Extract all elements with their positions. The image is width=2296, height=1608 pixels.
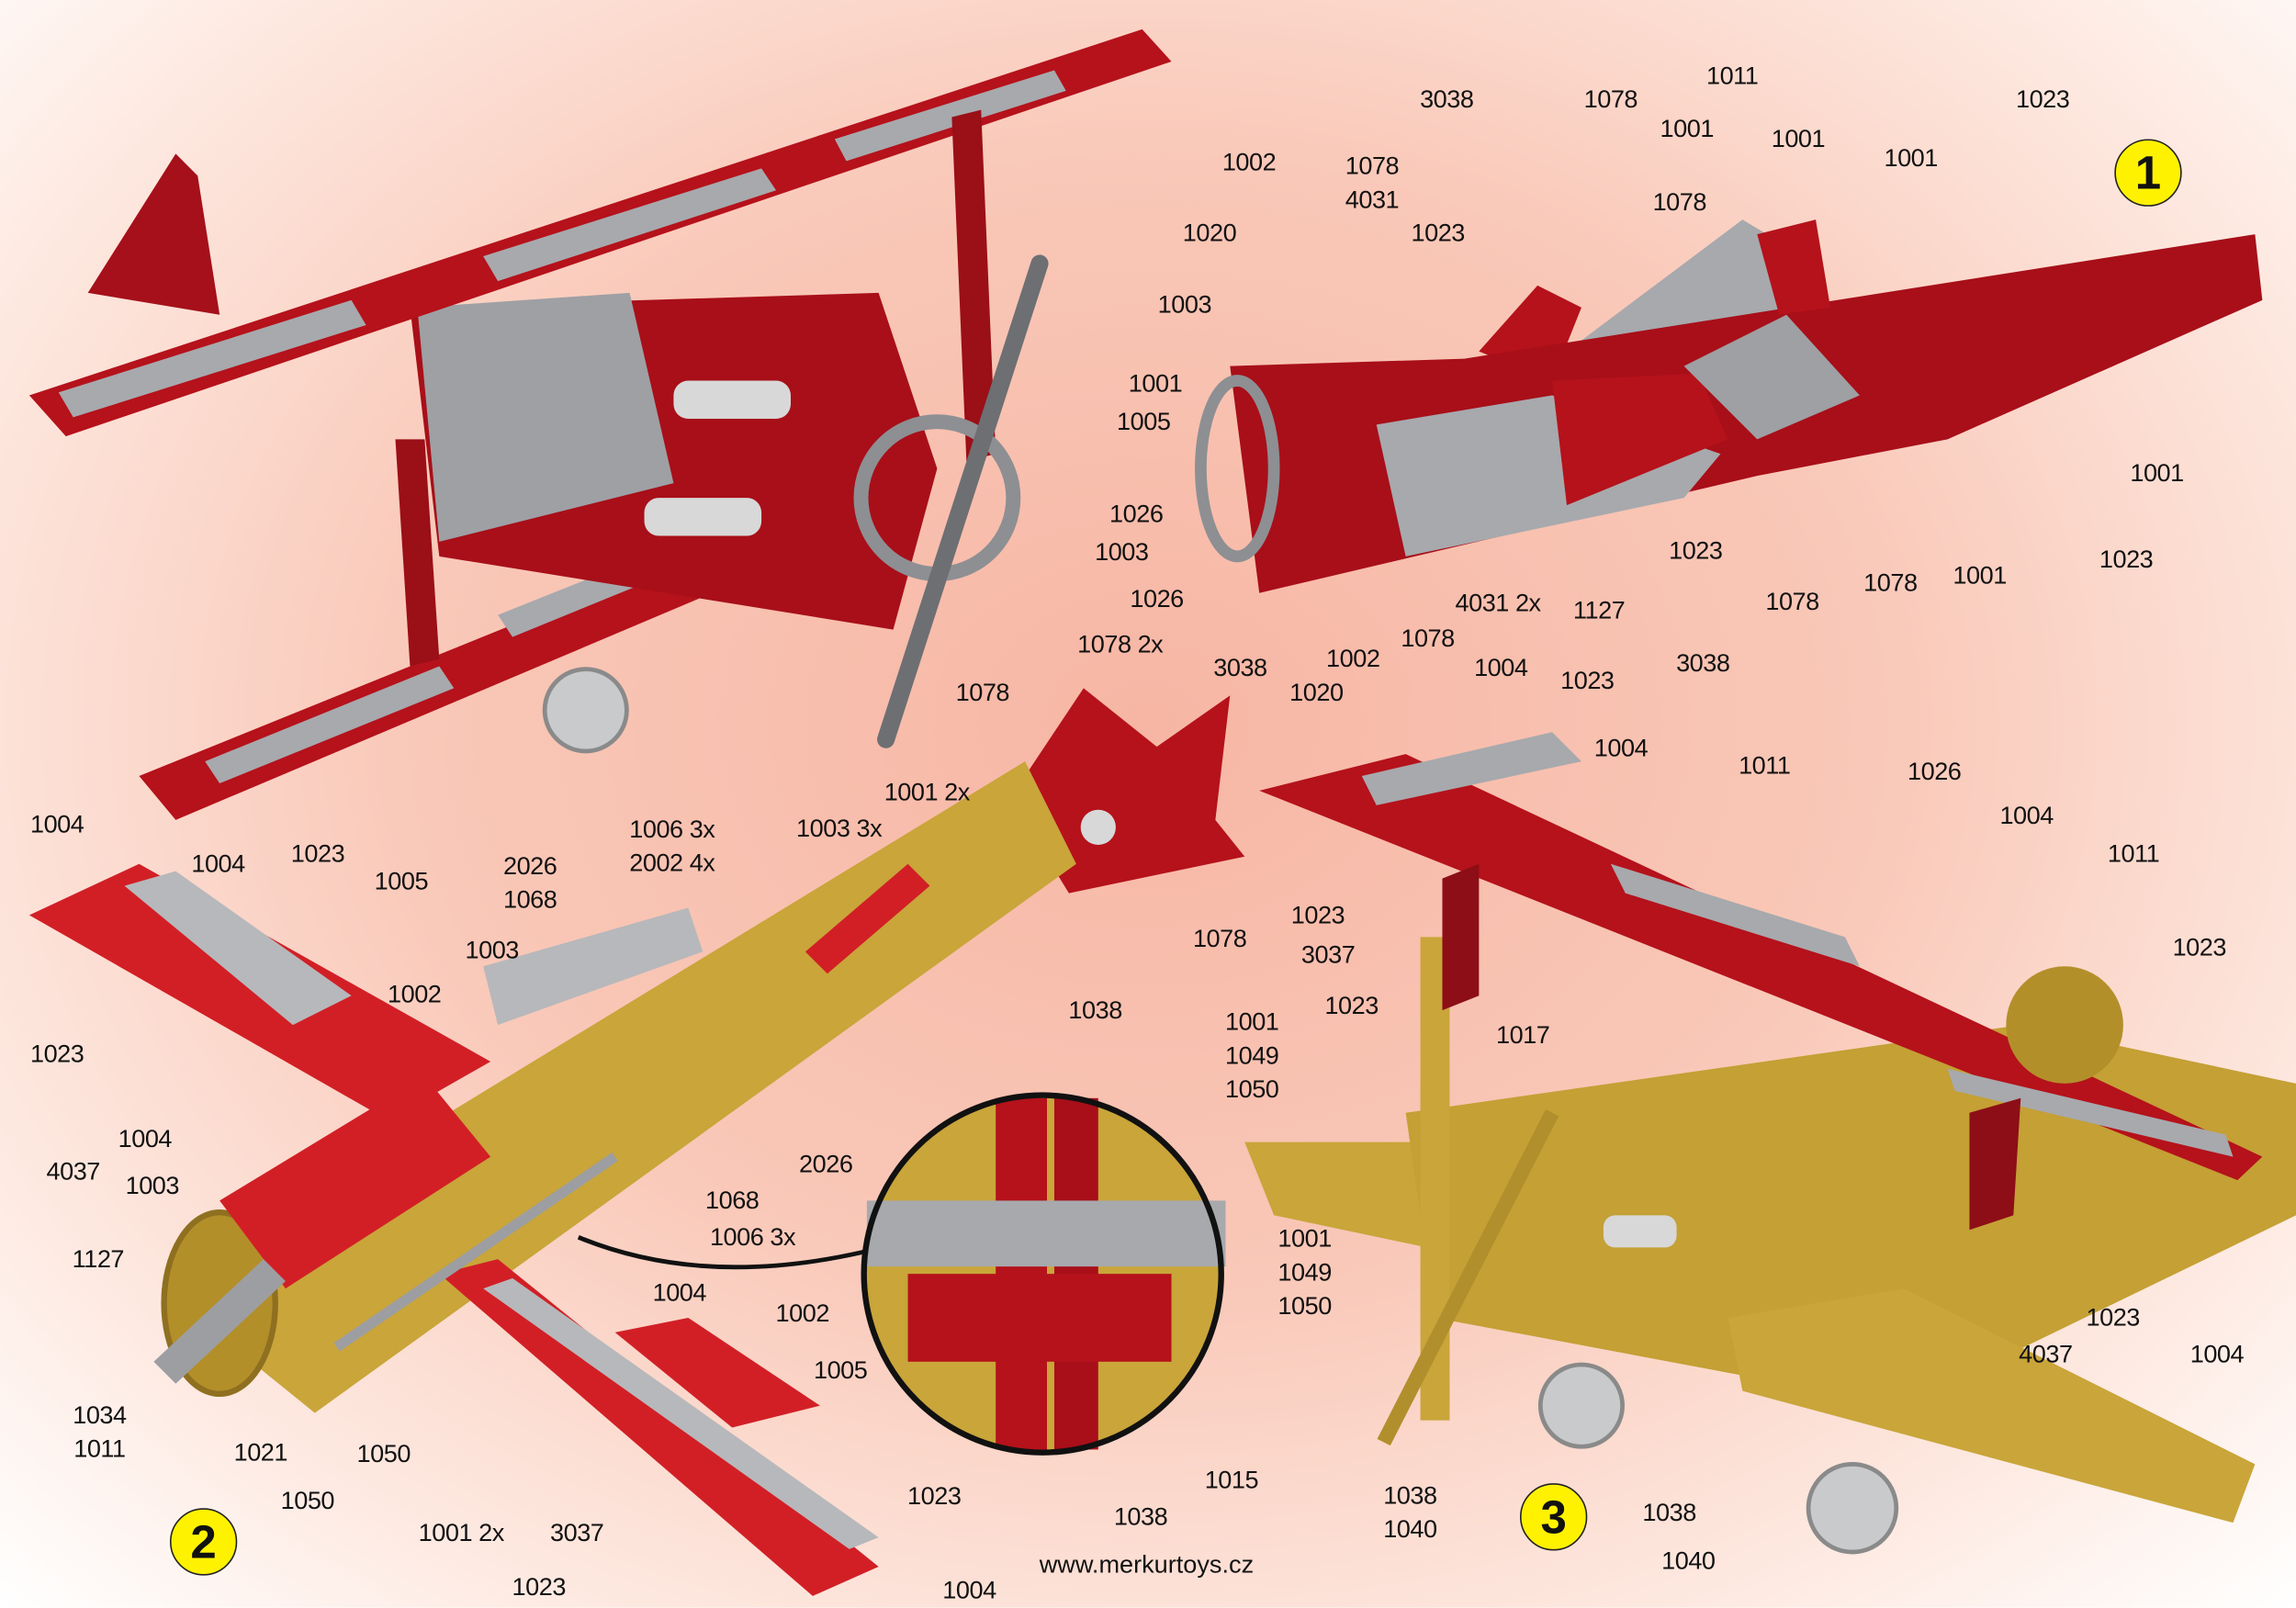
part-number-label: 1004 — [191, 849, 245, 878]
part-number-label: 1078 — [1583, 85, 1638, 114]
part-number-label: 1078 — [1863, 568, 1918, 597]
part-number-label: 1050 — [280, 1487, 335, 1515]
part-number-label: 1006 3x 2002 4x — [629, 815, 715, 878]
part-number-label: 1004 — [652, 1278, 707, 1308]
part-number-label: 1015 — [1204, 1466, 1259, 1495]
part-number-label: 1023 — [1411, 219, 1466, 247]
part-number-label: 1001 1049 1050 — [1277, 1224, 1332, 1321]
part-number-label: 1004 — [118, 1125, 173, 1153]
part-number-label: 1001 — [1128, 369, 1183, 398]
part-number-label: 1078 — [1765, 588, 1819, 616]
part-number-label: 1004 — [29, 810, 84, 838]
website-link[interactable]: www.merkurtoys.cz — [1039, 1550, 1255, 1579]
part-number-label: 1020 — [1289, 679, 1344, 707]
part-number-label: 1002 — [775, 1299, 830, 1328]
part-number-label: 1038 — [1642, 1498, 1696, 1527]
part-number-label: 1001 — [1660, 115, 1715, 143]
part-number-label: 2026 — [799, 1150, 853, 1178]
step-1-chassis-illustration — [1195, 219, 2263, 593]
part-number-label: 1002 — [1326, 645, 1380, 673]
step-3-gold-biplane-illustration — [1244, 732, 2296, 1555]
part-number-label: 1127 — [72, 1245, 125, 1274]
part-number-label: 3037 — [1300, 940, 1356, 969]
part-number-label: 1023 — [1669, 536, 1723, 565]
part-number-label: 1078 2x — [1077, 630, 1164, 658]
part-number-label: 1005 — [813, 1356, 868, 1385]
part-number-label: 1002 — [388, 980, 442, 1008]
part-number-label: 1001 — [2130, 458, 2184, 488]
part-number-label: 1023 — [2099, 545, 2154, 574]
part-number-label: 1026 — [1109, 500, 1164, 528]
part-number-label: 1003 — [465, 936, 520, 964]
part-number-label: 1023 — [290, 839, 345, 868]
part-number-label: 1004 — [1999, 801, 2054, 830]
part-number-label: 1040 — [1661, 1546, 1716, 1575]
part-number-label: 1026 — [1908, 758, 1962, 786]
part-number-label: 1020 — [1182, 219, 1237, 247]
part-number-label: 1004 — [942, 1576, 996, 1604]
part-number-label: 1011 — [1739, 751, 1791, 781]
part-number-label: 1023 — [2015, 85, 2070, 114]
part-number-label: 1006 3x — [709, 1223, 796, 1252]
part-number-label: 1034 1011 — [73, 1400, 127, 1463]
part-number-label: 4031 2x — [1455, 589, 1542, 618]
part-number-label: 1038 1040 — [1383, 1481, 1437, 1544]
part-number-label: 1021 — [233, 1438, 288, 1467]
part-number-label: 1038 — [1068, 995, 1122, 1025]
part-number-label: 1004 — [1593, 734, 1649, 762]
part-number-label: 1003 — [1157, 290, 1212, 319]
part-number-label: 3037 — [549, 1519, 604, 1547]
part-number-label: 1001 2x — [418, 1519, 505, 1547]
part-number-label: 1026 — [1130, 584, 1184, 613]
step-badge-2: 2 — [169, 1508, 238, 1576]
part-number-label: 1011 — [1705, 62, 1759, 91]
part-number-label: 1038 — [1113, 1502, 1168, 1531]
part-number-label: 1004 — [1474, 653, 1528, 682]
part-number-label: 1023 — [512, 1573, 567, 1602]
part-number-label: 1023 — [2172, 933, 2227, 961]
part-number-label: 3038 — [1676, 649, 1730, 678]
tail-assembly-illustration — [1010, 688, 1245, 894]
part-number-label: 1078 4031 — [1345, 152, 1400, 214]
part-number-label: 1005 — [1117, 408, 1171, 436]
part-number-label: 4037 — [2019, 1340, 2073, 1368]
part-number-label: 2026 1068 — [502, 851, 557, 914]
part-number-label: 1078 — [1652, 187, 1707, 217]
part-number-label: 1017 — [1495, 1021, 1550, 1050]
part-number-label: 1011 — [2107, 839, 2160, 868]
part-number-label: 1001 — [1771, 125, 1826, 153]
step-2-fuselage-illustration — [28, 761, 1076, 1596]
part-number-label: 1001 2x — [884, 778, 971, 806]
red-biplane-illustration — [28, 28, 1172, 820]
step-badge-3: 3 — [1519, 1483, 1588, 1551]
part-number-label: 1003 — [1095, 537, 1149, 567]
part-number-label: 1001 1049 1050 — [1225, 1007, 1279, 1104]
part-number-label: 1001 — [1953, 561, 2007, 590]
part-number-label: 3038 — [1420, 85, 1474, 114]
part-number-label: 1127 — [1572, 596, 1626, 625]
part-number-label: 1023 — [29, 1040, 84, 1069]
part-number-label: 1050 — [356, 1440, 411, 1468]
detail-inset-circle — [861, 1092, 1226, 1456]
part-number-label: 1023 — [2086, 1303, 2141, 1333]
part-number-label: 1023 — [1324, 992, 1379, 1020]
part-number-label: 4037 — [46, 1157, 101, 1186]
part-number-label: 1002 — [1221, 148, 1277, 177]
part-number-label: 1078 — [955, 679, 1010, 707]
step-badge-1: 1 — [2114, 139, 2182, 207]
part-number-label: 3038 — [1213, 653, 1267, 682]
part-number-label: 1068 — [705, 1186, 760, 1215]
part-number-label: 1003 3x — [796, 815, 883, 843]
part-number-label: 1023 — [1290, 901, 1345, 929]
part-number-label: 1078 — [1401, 624, 1455, 653]
part-number-label: 1023 — [907, 1482, 962, 1511]
part-number-label: 1078 — [1192, 924, 1247, 953]
part-number-label: 1003 — [125, 1172, 180, 1200]
part-number-label: 1023 — [1560, 667, 1615, 695]
part-number-label: 1004 — [2189, 1340, 2245, 1368]
part-number-label: 1001 — [1884, 144, 1938, 173]
part-number-label: 1005 — [374, 867, 429, 895]
